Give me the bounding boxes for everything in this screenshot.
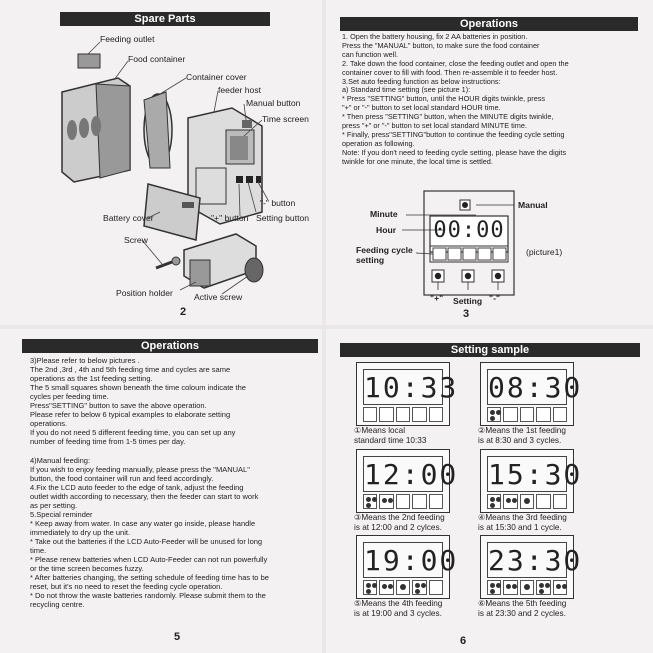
label-screw: Screw — [124, 235, 148, 245]
picture1-time: 00:00 — [433, 218, 505, 243]
operations-panel-1: Operations 1. Open the battery housing, … — [326, 0, 653, 325]
label-setting-button: Setting button — [256, 213, 310, 223]
page-number: 5 — [174, 631, 181, 643]
operations-instructions-continued: 3)Please refer to below pictures . The 2… — [30, 356, 269, 610]
page-number: 2 — [180, 306, 187, 318]
sample-lcd: 12:00 — [356, 449, 459, 513]
spare-parts-panel: Spare Parts — [0, 0, 322, 325]
operations-panel-2: Operations 3)Please refer to below pictu… — [0, 329, 322, 653]
spare-parts-illustration — [61, 41, 269, 295]
cycle-slot — [536, 580, 551, 595]
cycle-slot — [519, 407, 535, 422]
setting-sample-header: Setting sample — [340, 343, 640, 357]
cycle-slot — [379, 407, 394, 422]
sample-lcd: 23:30 — [480, 535, 583, 599]
cycle-slot — [503, 494, 518, 509]
label-minute: Minute — [370, 209, 398, 219]
sample-caption: ⑥Means the 5th feeding is at 23:30 and 2… — [478, 599, 567, 618]
sample-time: 15:30 — [488, 458, 583, 491]
sample-lcd: 19:00 — [356, 535, 459, 599]
cycle-slot — [428, 580, 444, 595]
cycle-slot — [487, 494, 502, 509]
label-manual-button: Manual button — [246, 98, 301, 108]
cycle-slot — [519, 494, 535, 509]
page-number: 3 — [463, 308, 470, 320]
cycle-slot — [395, 580, 411, 595]
cycle-slot — [363, 407, 378, 422]
cycle-slot — [552, 580, 568, 595]
sample-time: 12:00 — [364, 458, 459, 491]
label-time-screen: Time screen — [262, 114, 309, 124]
label-active-screw: Active screw — [194, 292, 243, 302]
cycle-slots — [363, 407, 444, 422]
label-picture1: (picture1) — [526, 247, 563, 257]
label-hour: Hour — [376, 225, 397, 235]
cycle-slot — [428, 494, 444, 509]
sample-lcd: 08:30 — [480, 362, 583, 426]
label-feeder-host: feeder host — [218, 85, 261, 95]
cycle-slot — [536, 494, 551, 509]
label-setting: Setting — [453, 296, 483, 306]
cycle-slot — [552, 494, 568, 509]
label-feeding-outlet: Feeding outlet — [100, 34, 155, 44]
sample-caption: ①Means local standard time 10:33 — [354, 426, 427, 445]
operations-header: Operations — [340, 17, 638, 31]
cycle-slot — [487, 407, 502, 422]
cycle-slots — [487, 580, 568, 595]
cycle-slot — [395, 407, 411, 422]
cycle-slot — [412, 580, 427, 595]
cycle-slots — [363, 494, 444, 509]
cycle-slot — [552, 407, 568, 422]
picture1-diagram — [402, 190, 515, 296]
page-number: 6 — [460, 635, 467, 647]
cycle-slot — [428, 407, 444, 422]
sample-lcd: 10:33 — [356, 362, 459, 426]
cycle-slot — [519, 580, 535, 595]
cycle-slot — [487, 580, 502, 595]
sample-caption: ②Means the 1st feeding is at 8:30 and 3 … — [478, 426, 566, 445]
cycle-slots — [363, 580, 444, 595]
sample-caption: ⑤Means the 4th feeding is at 19:00 and 3… — [354, 599, 443, 618]
label-feeding-cycle-setting: Feeding cycle setting — [356, 245, 413, 265]
operations-instructions: 1. Open the battery housing, fix 2 AA ba… — [342, 32, 569, 166]
label-position-holder: Position holder — [116, 288, 173, 298]
cycle-slot — [363, 580, 378, 595]
label-plus: "+" — [430, 293, 444, 303]
operations-header: Operations — [22, 339, 318, 353]
sample-time: 23:30 — [488, 544, 583, 577]
label-container-cover: Container cover — [186, 72, 247, 82]
cycle-slot — [412, 494, 427, 509]
cycle-slots — [487, 494, 568, 509]
cycle-slots — [487, 407, 568, 422]
sample-time: 10:33 — [364, 371, 459, 404]
sample-time: 08:30 — [488, 371, 583, 404]
cycle-slot — [363, 494, 378, 509]
sample-time: 19:00 — [364, 544, 459, 577]
cycle-slot — [379, 494, 394, 509]
sample-caption: ④Means the 3rd feeding is at 15:30 and 1… — [478, 513, 567, 532]
sample-caption: ③Means the 2nd feeding is at 12:00 and 2… — [354, 513, 445, 532]
setting-sample-panel: Setting sample 10:33 ①Means local standar… — [326, 329, 653, 653]
cycle-slot — [412, 407, 427, 422]
cycle-slot — [503, 580, 518, 595]
cycle-slot — [379, 580, 394, 595]
label-minus-button: "-" button — [260, 198, 296, 208]
spare-parts-header: Spare Parts — [60, 12, 270, 26]
cycle-slot — [536, 407, 551, 422]
cycle-slot — [395, 494, 411, 509]
label-battery-cover: Battery cover — [103, 213, 154, 223]
label-food-container: Food container — [128, 54, 186, 64]
sample-lcd: 15:30 — [480, 449, 583, 513]
cycle-slot — [503, 407, 518, 422]
label-plus-button: "+" button — [211, 213, 249, 223]
label-minus: "-" — [489, 293, 501, 303]
label-manual: Manual — [518, 200, 548, 210]
